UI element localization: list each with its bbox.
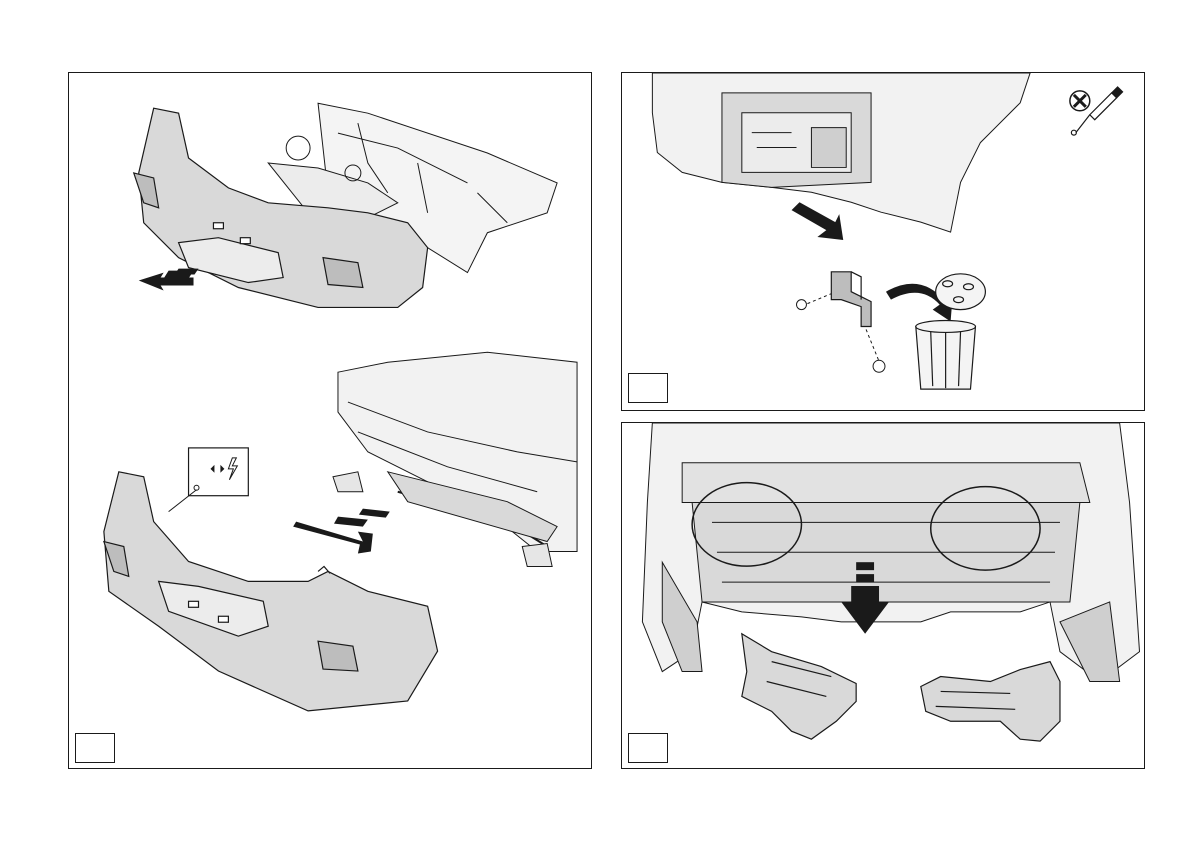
rear-bumper-removed (104, 472, 438, 711)
underbody-cover-illustration (622, 423, 1144, 768)
do-not-reuse-icon (1070, 91, 1090, 111)
connector-warning-callout (169, 448, 249, 512)
bracket-removal-illustration (622, 73, 1144, 410)
mounting-bracket (831, 272, 871, 327)
underbody-cover-right (921, 662, 1060, 742)
arrow-icon (139, 269, 199, 291)
bumper-removal-illustration (69, 73, 591, 768)
screw-left (797, 294, 832, 310)
panel-underbody-cover-removal (621, 422, 1145, 769)
step-number-box-b (628, 373, 668, 403)
step-number-box-c (628, 733, 668, 763)
panel-bracket-removal (621, 72, 1145, 411)
step-number-box-a (75, 733, 115, 763)
vehicle-rear-underbody (642, 423, 1139, 682)
removal-arrow (293, 509, 390, 554)
vehicle-rear-corner (652, 73, 1030, 232)
underbody-cover-left (742, 634, 856, 739)
clip-bottom (866, 329, 885, 372)
arrow-icon (792, 202, 844, 240)
panel-bumper-removal (68, 72, 592, 769)
